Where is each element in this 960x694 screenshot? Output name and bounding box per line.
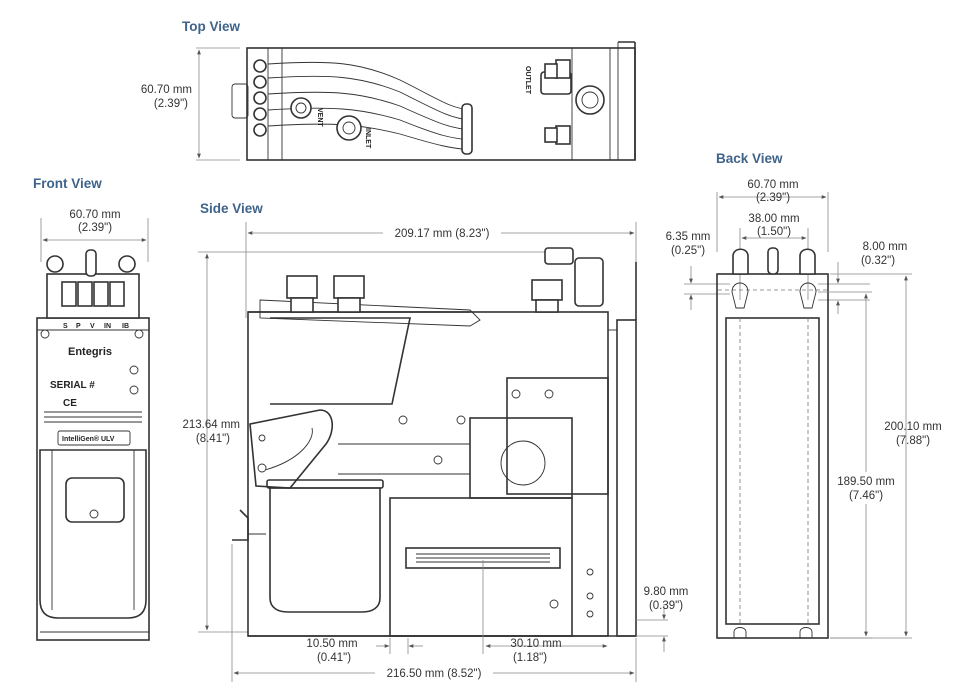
back-view-body (716, 247, 829, 639)
side-view: Side View 209.17 mm (8.23") 213.64 mm (8… (182, 201, 688, 682)
slot-offset-dimension: 6.35 mm (0.25") (666, 231, 730, 310)
front-view-body: S P V IN IB Entegris SERIAL # CE Intelli… (36, 249, 150, 641)
back-view: Back View 60.70 mm (2.39") 38.00 mm (1.5… (666, 151, 942, 639)
top-height-mm: 60.70 mm (141, 84, 192, 96)
outlet-label: OUTLET (524, 66, 531, 95)
svg-text:IB: IB (122, 323, 129, 330)
side-height-mm: 213.64 mm (182, 419, 240, 431)
ce-mark: CE (63, 398, 77, 409)
flange-dimension: 9.80 mm (0.39") (636, 586, 688, 652)
back-height-body-mm: 189.50 mm (837, 476, 895, 488)
slot-dia-in: (0.32") (861, 255, 895, 267)
flange-mm: 9.80 mm (644, 586, 689, 598)
offset-right-mm: 30.10 mm (510, 638, 561, 650)
back-height-total-dimension: 200.10 mm (7.88") (830, 273, 942, 639)
back-width-mm: 60.70 mm (747, 179, 798, 191)
side-height-dimension: 213.64 mm (8.41") (182, 251, 560, 633)
svg-text:IN: IN (104, 323, 111, 330)
offset-left-in: (0.41") (317, 652, 351, 664)
top-view-body: VENT INLET OUTLET (231, 41, 636, 161)
side-bottom-length: 216.50 mm (8.52") (387, 668, 482, 680)
back-width-in: (2.39") (756, 192, 790, 204)
front-view-title: Front View (33, 176, 102, 191)
top-view: Top View 60.70 mm (2.39") (141, 19, 636, 161)
side-top-length-dimension: 209.17 mm (8.23") (245, 222, 637, 318)
slot-offset-in: (0.25") (671, 245, 705, 257)
slot-dia-mm: 8.00 mm (863, 241, 908, 253)
side-offset-dimensions: 10.50 mm (0.41") 30.10 mm (1.18") (306, 560, 608, 664)
offset-left-mm: 10.50 mm (306, 638, 357, 650)
back-width-dimension: 60.70 mm (2.39") (716, 179, 829, 252)
svg-text:P: P (76, 323, 81, 330)
back-height-body-in: (7.46") (849, 490, 883, 502)
back-height-body-dimension: 189.50 mm (7.46") (818, 291, 902, 639)
back-height-total-in: (7.88") (896, 435, 930, 447)
slot-offset-mm: 6.35 mm (666, 231, 711, 243)
side-top-length: 209.17 mm (8.23") (395, 228, 490, 240)
front-view: Front View 60.70 mm (2.39") S P V IN (33, 176, 150, 641)
side-view-title: Side View (200, 201, 263, 216)
back-view-title: Back View (716, 151, 783, 166)
svg-text:S: S (63, 323, 68, 330)
entegris-brand: Entegris (68, 346, 112, 358)
front-width-in: (2.39") (78, 222, 112, 234)
top-height-in: (2.39") (154, 98, 188, 110)
inlet-label: INLET (364, 128, 371, 149)
side-height-in: (8.41") (196, 433, 230, 445)
side-view-body (232, 247, 637, 637)
hole-spacing-in: (1.50") (757, 226, 791, 238)
hole-spacing-mm: 38.00 mm (748, 213, 799, 225)
product-name: IntelliGen® ULV (62, 435, 115, 443)
svg-text:V: V (90, 323, 95, 330)
side-bottom-length-dimension: 216.50 mm (8.52") (231, 544, 637, 682)
front-width-mm: 60.70 mm (69, 209, 120, 221)
offset-right-in: (1.18") (513, 652, 547, 664)
slot-diameter-dimension: 8.00 mm (0.32") (818, 241, 907, 314)
front-width-dimension: 60.70 mm (2.39") (40, 209, 149, 262)
top-height-dimension: 60.70 mm (2.39") (141, 47, 240, 161)
back-height-total-mm: 200.10 mm (884, 421, 942, 433)
vent-label: VENT (316, 108, 323, 127)
serial-label: SERIAL # (50, 380, 95, 391)
flange-in: (0.39") (649, 600, 683, 612)
top-view-title: Top View (182, 19, 241, 34)
front-pin-labels: S P V IN IB (63, 323, 129, 330)
